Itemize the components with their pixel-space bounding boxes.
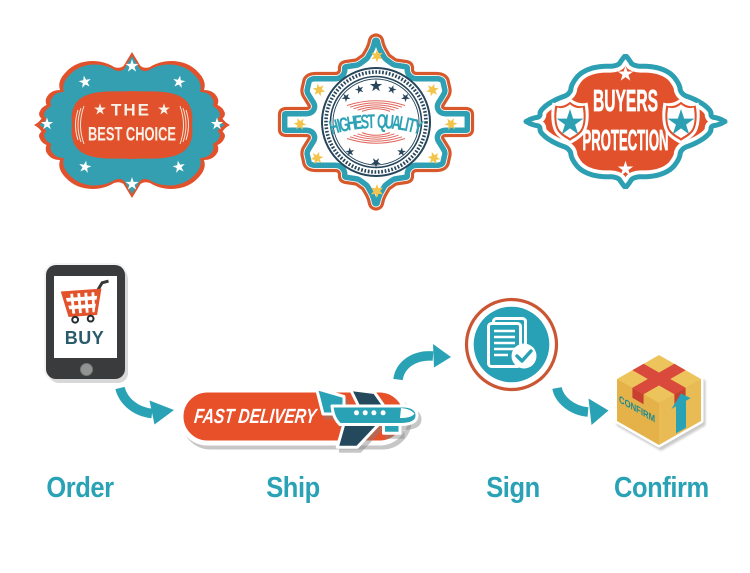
svg-text:PROTECTION: PROTECTION bbox=[583, 125, 669, 157]
svg-text:Q: Q bbox=[377, 110, 388, 133]
svg-text:L: L bbox=[397, 112, 408, 136]
svg-text:G: G bbox=[337, 113, 351, 137]
svg-text:THE: THE bbox=[111, 101, 153, 120]
svg-text:FAST DELIVERY: FAST DELIVERY bbox=[193, 405, 319, 428]
svg-text:T: T bbox=[367, 110, 376, 133]
svg-text:E: E bbox=[353, 111, 364, 135]
svg-text:BUY: BUY bbox=[65, 328, 105, 348]
svg-text:BEST CHOICE: BEST CHOICE bbox=[88, 125, 176, 146]
svg-text:S: S bbox=[360, 110, 370, 133]
svg-text:U: U bbox=[384, 110, 395, 133]
svg-text:I: I bbox=[335, 114, 344, 137]
svg-text:I: I bbox=[403, 113, 411, 136]
svg-text:H: H bbox=[345, 111, 358, 135]
svg-text:BUYERS: BUYERS bbox=[593, 83, 658, 118]
svg-text:A: A bbox=[390, 111, 402, 135]
